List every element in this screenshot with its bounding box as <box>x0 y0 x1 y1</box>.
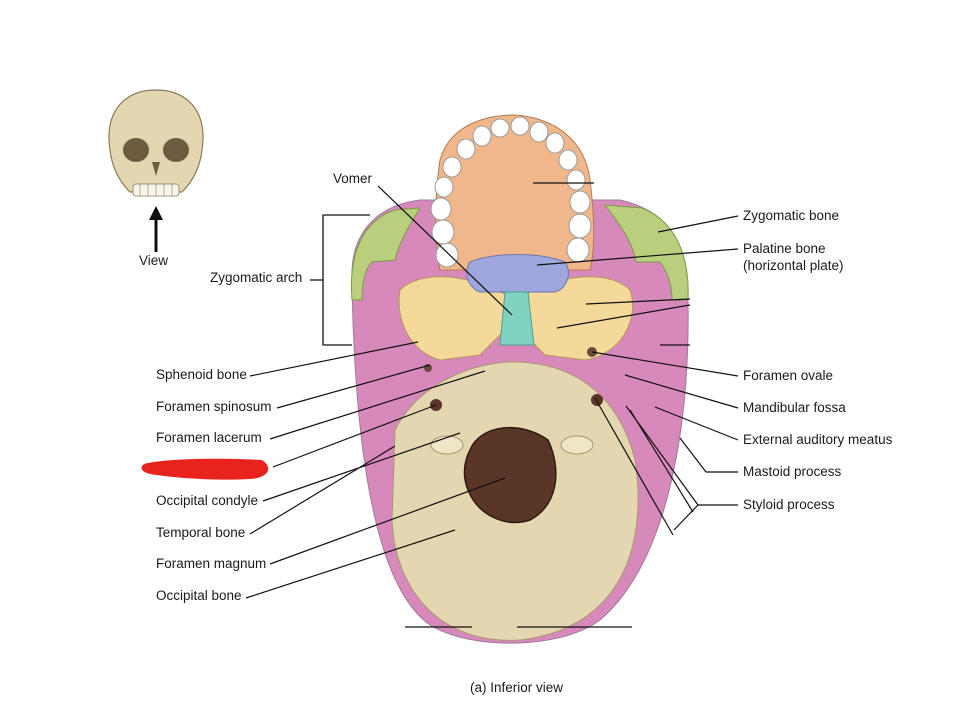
label-foramen-lacerum: Foramen lacerum <box>156 430 262 445</box>
label-occipital-condyle: Occipital condyle <box>156 493 259 508</box>
label-mandibular-fossa: Mandibular fossa <box>743 400 846 415</box>
vomer <box>499 291 535 346</box>
label-palatine-bone-sub: (horizontal plate) <box>743 258 844 273</box>
label-palatine-bone: Palatine bone <box>743 241 826 256</box>
occipital-condyle-left <box>430 435 464 455</box>
label-zygomatic-bone: Zygomatic bone <box>743 208 840 223</box>
palatine <box>466 254 569 293</box>
label-occipital-bone: Occipital bone <box>156 588 242 603</box>
thumbnail-skull <box>108 89 204 197</box>
zygomatic-left <box>350 207 421 301</box>
view-label: View <box>139 253 169 268</box>
label-zygomatic-arch: Zygomatic arch <box>210 270 303 285</box>
label-foramen-ovale: Foramen ovale <box>743 368 834 383</box>
foramen-right <box>591 394 603 406</box>
figure-caption: (a) Inferior view <box>470 680 564 695</box>
skull-inferior <box>350 114 689 644</box>
foramen-magnum <box>463 427 557 524</box>
zygomatic-right <box>603 204 689 301</box>
leader-lines-left <box>245 185 513 628</box>
red-redaction-mark <box>141 458 269 480</box>
label-mastoid-process: Mastoid process <box>743 464 842 479</box>
label-external-auditory-meatus: External auditory meatus <box>743 432 893 447</box>
occipital-condyle-right <box>560 435 594 455</box>
upper-teeth <box>430 116 592 268</box>
label-foramen-spinosum: Foramen spinosum <box>156 399 272 414</box>
view-arrow <box>149 206 163 252</box>
label-temporal-bone: Temporal bone <box>156 525 246 540</box>
label-sphenoid-bone: Sphenoid bone <box>156 367 247 382</box>
label-styloid-process: Styloid process <box>743 497 835 512</box>
label-vomer: Vomer <box>333 171 373 186</box>
label-foramen-magnum: Foramen magnum <box>156 556 267 571</box>
leader-lines-right <box>517 182 739 628</box>
zygomatic-arch-bracket <box>310 214 370 346</box>
